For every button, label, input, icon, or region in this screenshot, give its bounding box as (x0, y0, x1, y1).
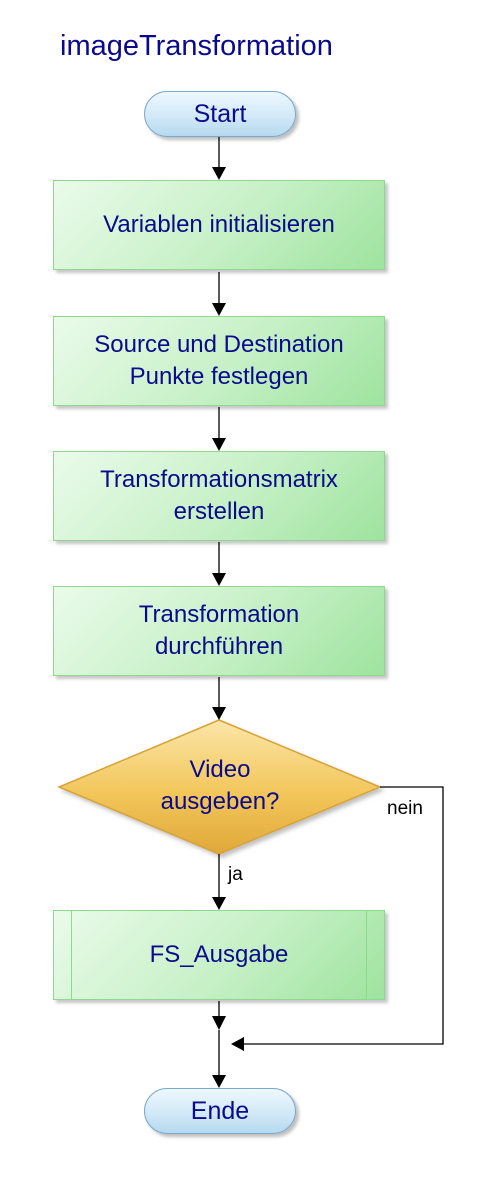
arrowhead (212, 1016, 226, 1030)
step-label: Variablen initialisieren (103, 211, 335, 238)
arrowhead (212, 573, 226, 586)
start-label: Start (193, 99, 247, 128)
step-label: Transformationsmatrix erstellen (100, 466, 338, 525)
arrowhead (212, 897, 226, 910)
arrowhead (212, 303, 226, 316)
process-step-transform: Transformation durchführen (53, 586, 385, 676)
step-label: Transformation durchführen (138, 601, 300, 660)
arrowhead (212, 707, 226, 720)
diagram-title: imageTransformation (60, 30, 333, 62)
edge-label-no: nein (387, 798, 423, 819)
arrowhead (231, 1037, 244, 1051)
process-step-points: Source und Destination Punkte festlegen (53, 316, 385, 406)
nein-path (240, 786, 444, 1045)
decision-label: Video ausgeben? (160, 756, 280, 815)
subprocess-left-bar (71, 911, 72, 999)
process-step-init: Variablen initialisieren (53, 180, 385, 270)
end-node: Ende (144, 1088, 296, 1134)
step-label: Source und Destination Punkte festlegen (94, 331, 344, 390)
subprocess-node: FS_Ausgabe (53, 910, 385, 1000)
start-node: Start (144, 91, 296, 137)
subprocess-right-bar (366, 911, 367, 999)
edge-label-yes: ja (228, 864, 243, 885)
decision-node: Video ausgeben? (60, 754, 380, 818)
subprocess-label: FS_Ausgabe (149, 941, 289, 968)
arrowhead (212, 1075, 226, 1088)
process-step-matrix: Transformationsmatrix erstellen (53, 451, 385, 541)
end-label: Ende (190, 1096, 250, 1125)
arrowhead (212, 438, 226, 451)
arrowhead (212, 167, 226, 180)
